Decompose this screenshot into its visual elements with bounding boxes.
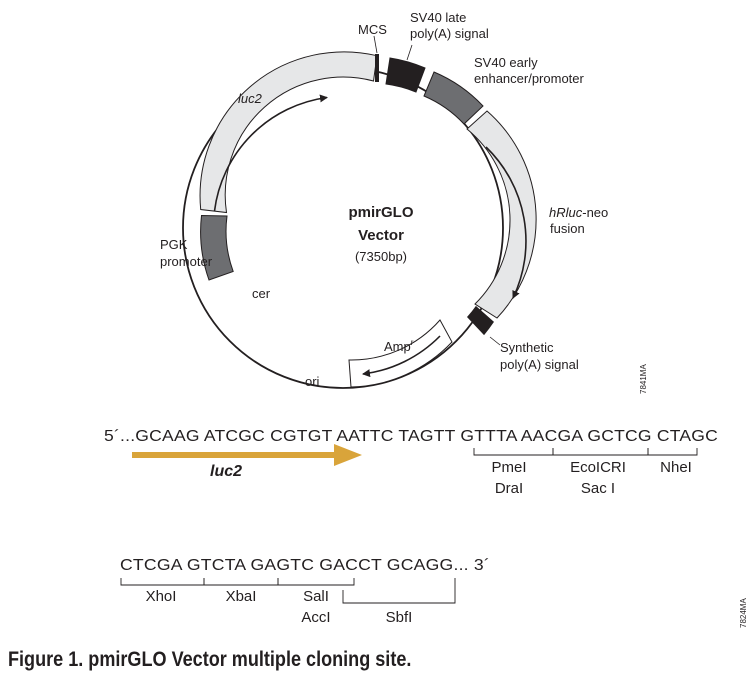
nhei-bracket bbox=[647, 448, 698, 456]
xhoi-label: XhoI bbox=[146, 588, 177, 605]
ampr-superscript: r bbox=[411, 338, 414, 347]
synthetic-leader bbox=[489, 336, 501, 346]
figure-code-bottom: 7824MA bbox=[739, 598, 748, 628]
ampr-label: Ampr bbox=[384, 338, 414, 354]
sv40-early-label-line1: SV40 early bbox=[474, 55, 538, 70]
mcs-leader bbox=[373, 35, 378, 54]
figure-code-top: 7841MA bbox=[639, 364, 648, 394]
sali-label: SalI bbox=[303, 588, 329, 605]
drai-label: DraI bbox=[495, 480, 523, 497]
hrluc-neo-feature bbox=[466, 110, 537, 319]
mcs-marker bbox=[375, 54, 379, 82]
sali-bracket bbox=[277, 578, 355, 586]
ampr-arrow bbox=[362, 335, 441, 378]
sv40-late-leader bbox=[406, 44, 413, 61]
saci-label: Sac I bbox=[581, 480, 615, 497]
xbai-bracket bbox=[203, 578, 279, 586]
pgk-label-line2: promoter bbox=[160, 254, 213, 269]
ampr-text: Amp bbox=[384, 339, 411, 354]
figure-caption: Figure 1. pmirGLO Vector multiple clonin… bbox=[8, 648, 412, 671]
sv40-early-label-line2: enhancer/promoter bbox=[474, 71, 585, 86]
pmei-label: PmeI bbox=[491, 459, 526, 476]
luc2-feature bbox=[199, 51, 378, 214]
ori-label: ori bbox=[305, 374, 320, 389]
luc2-sequence-arrow-head bbox=[334, 444, 362, 466]
synthetic-polya-feature bbox=[466, 305, 494, 336]
luc2-map-label: luc2 bbox=[238, 91, 263, 106]
sv40-late-label-line1: SV40 late bbox=[410, 10, 466, 25]
pgk-label-line1: PGK bbox=[160, 237, 188, 252]
sv40-late-label-line2: poly(A) signal bbox=[410, 26, 489, 41]
mcs-label: MCS bbox=[358, 22, 387, 37]
ecoicri-bracket bbox=[552, 448, 649, 456]
luc2-sequence-arrow-shaft bbox=[132, 452, 337, 458]
ecoicri-label: EcoICRI bbox=[570, 459, 626, 476]
xbai-label: XbaI bbox=[226, 588, 257, 605]
vector-name-line2: Vector bbox=[358, 227, 404, 244]
hrluc-label-line2: fusion bbox=[550, 221, 585, 236]
luc2-sequence-label: luc2 bbox=[210, 463, 242, 480]
sbfi-label: SbfI bbox=[386, 609, 413, 626]
synthetic-label-line2: poly(A) signal bbox=[500, 357, 579, 372]
pmei-bracket bbox=[473, 448, 554, 456]
vector-size: (7350bp) bbox=[355, 249, 407, 264]
hrluc-rest: -neo bbox=[582, 205, 608, 220]
hrluc-label-line1: hRluc-neo bbox=[549, 205, 608, 220]
synthetic-label-line1: Synthetic bbox=[500, 340, 554, 355]
sequence-line-1: 5´...GCAAG ATCGC CGTGT AATTC TAGTT GTTTA… bbox=[104, 428, 718, 445]
sv40-late-polya-feature bbox=[385, 57, 426, 93]
sequence-line-2: CTCGA GTCTA GAGTC GACCT GCAGG... 3´ bbox=[120, 557, 490, 574]
vector-name: pmirGLO bbox=[348, 204, 413, 221]
xhoi-bracket bbox=[120, 578, 205, 586]
sbfi-bracket bbox=[342, 578, 456, 604]
nhei-label: NheI bbox=[660, 459, 692, 476]
ampr-feature bbox=[348, 319, 453, 388]
sv40-early-promoter-feature bbox=[423, 71, 484, 125]
luc2-arrow bbox=[213, 94, 328, 212]
hrluc-neo-arrow bbox=[485, 146, 527, 299]
hrluc-italic: hRluc bbox=[549, 205, 583, 220]
acci-label: AccI bbox=[301, 609, 330, 626]
pgk-promoter-feature bbox=[200, 214, 234, 281]
cer-label: cer bbox=[252, 286, 271, 301]
